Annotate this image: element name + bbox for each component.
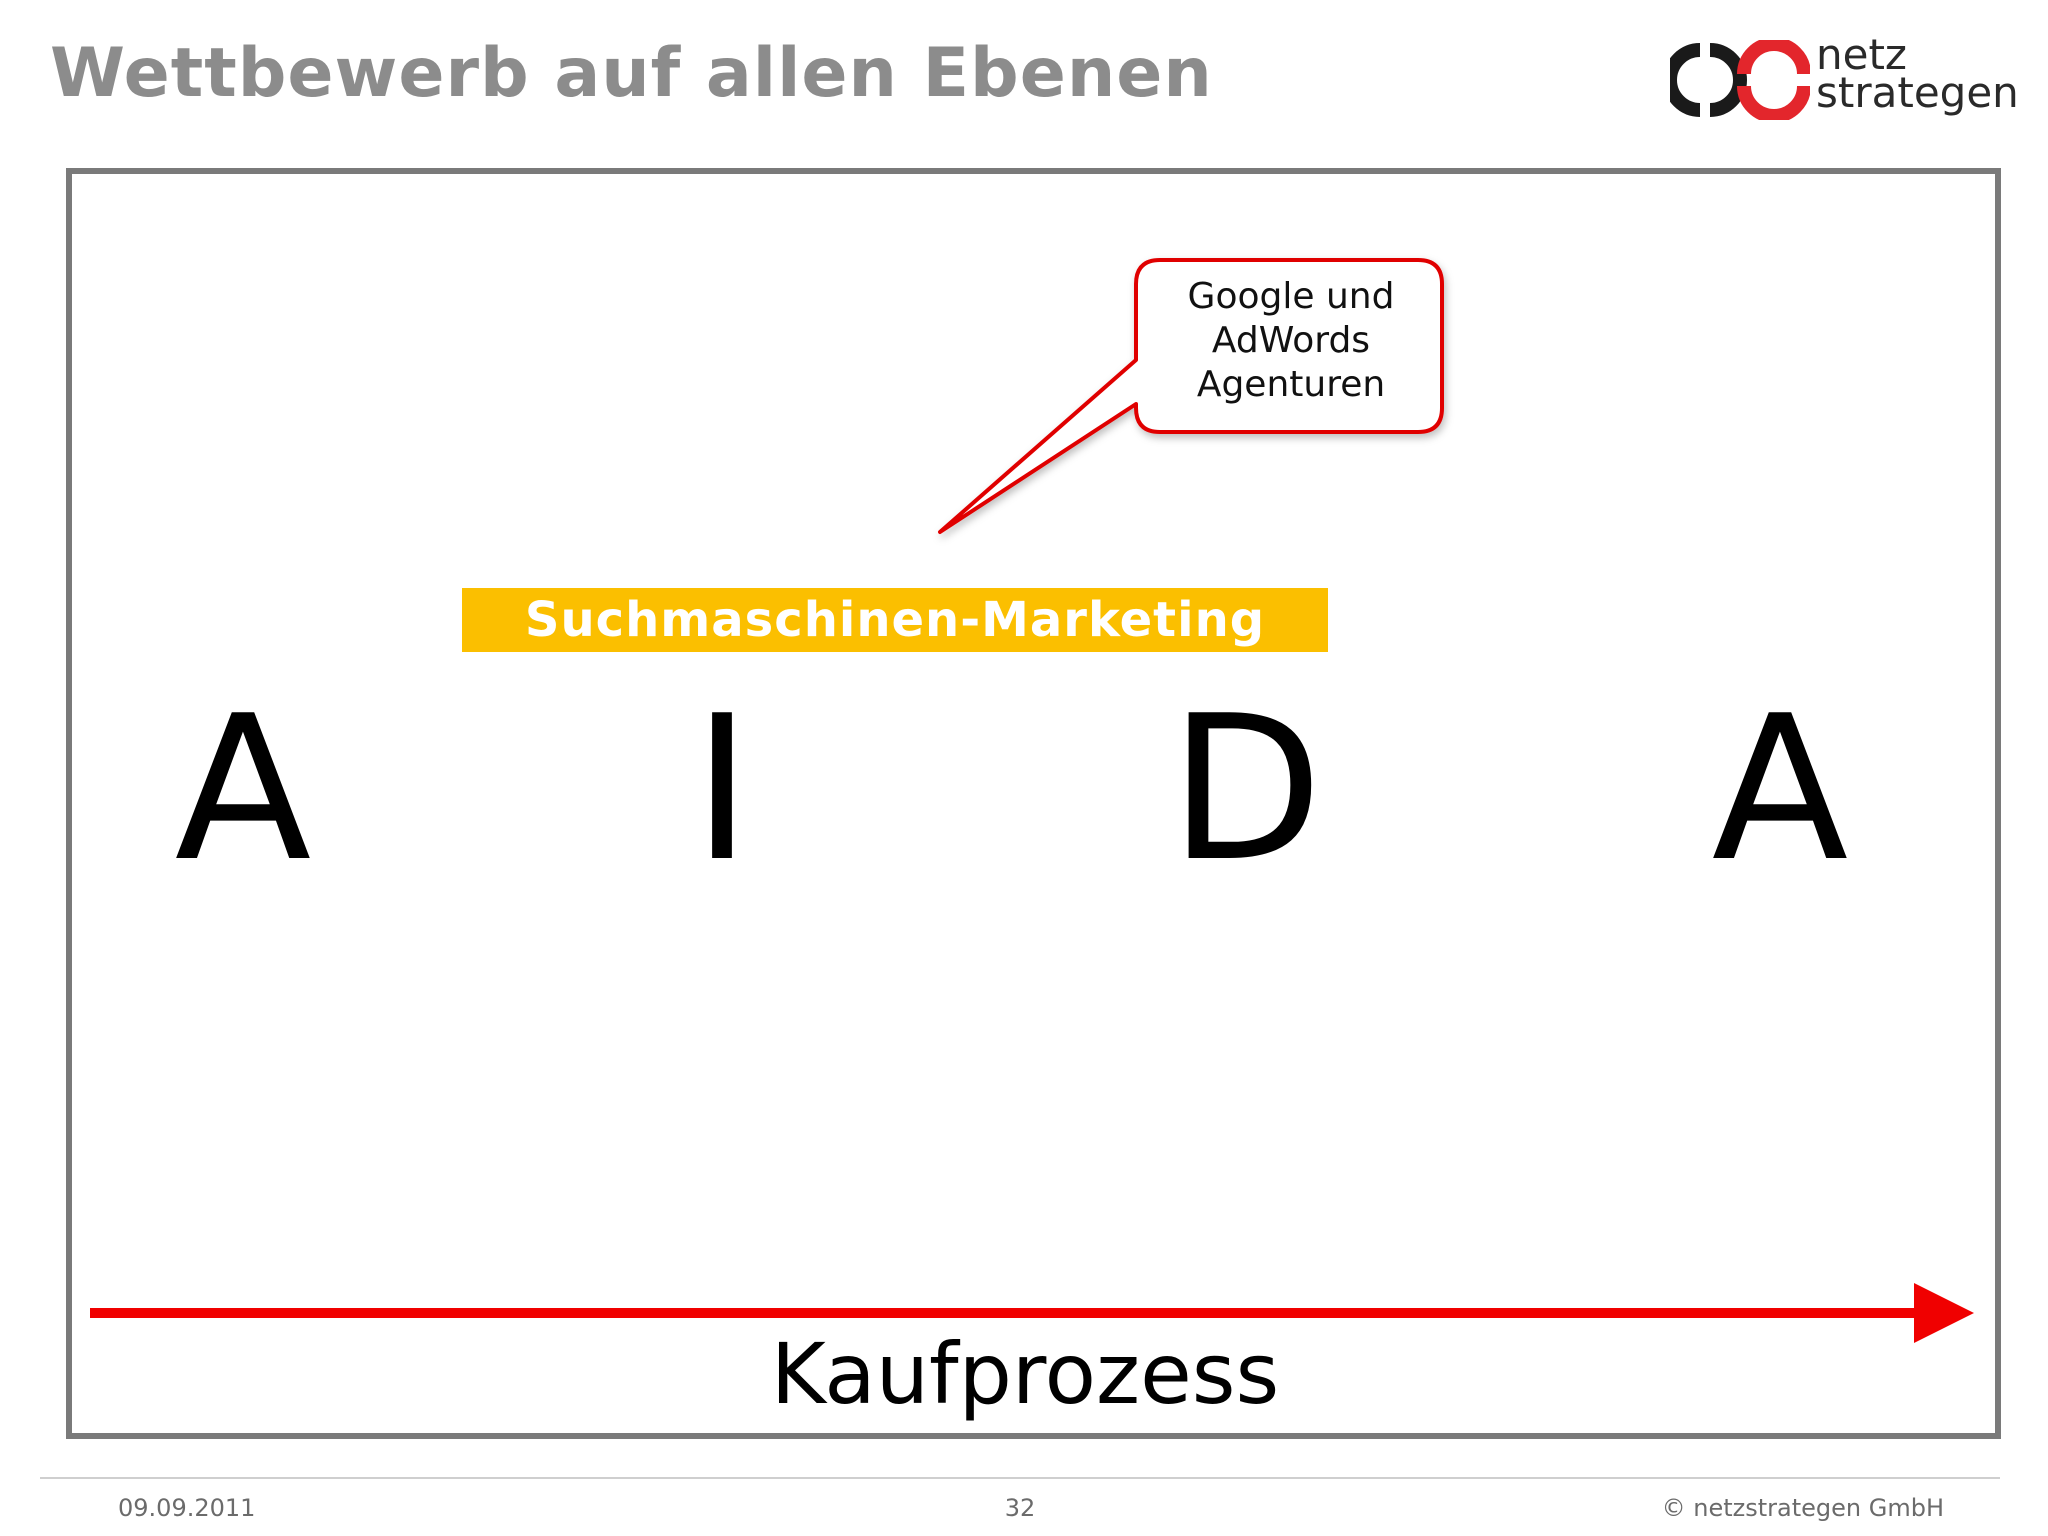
footer-page-number: 32: [1004, 1494, 1036, 1522]
kaufprozess-label: Kaufprozess: [770, 1325, 1280, 1423]
aida-letter-interest: I: [692, 673, 752, 906]
aida-letter-desire: D: [1168, 673, 1323, 906]
callout-text: Google und AdWords Agenturen: [1141, 275, 1441, 407]
aida-letter-attention: A: [174, 673, 312, 906]
logo-line-strategen: strategen: [1816, 68, 2019, 117]
footer-copyright: © netzstrategen GmbH: [1661, 1494, 1944, 1522]
logo-mark-icon: [1670, 40, 1810, 120]
callout-line-1: Google und: [1187, 276, 1395, 317]
logo-wordmark: netz strategen: [1816, 30, 2019, 117]
callout-line-2: AdWords: [1211, 320, 1371, 361]
callout-line-3: Agenturen: [1196, 364, 1386, 405]
aida-letter-action: A: [1711, 673, 1849, 906]
netzstrategen-logo: netz strategen: [1670, 30, 2030, 126]
logo-line-netz: netz: [1816, 30, 1907, 79]
callout-shape: [938, 258, 1444, 534]
footer-date: 09.09.2011: [118, 1494, 256, 1522]
footer-divider: [40, 1477, 2000, 1479]
diagram-frame: [66, 168, 2001, 1439]
suchmaschinen-marketing-bar: Suchmaschinen-Marketing: [462, 588, 1328, 652]
slide-title: Wettbewerb auf allen Ebenen: [50, 34, 1213, 113]
arrow-head-icon: [1914, 1283, 1974, 1343]
